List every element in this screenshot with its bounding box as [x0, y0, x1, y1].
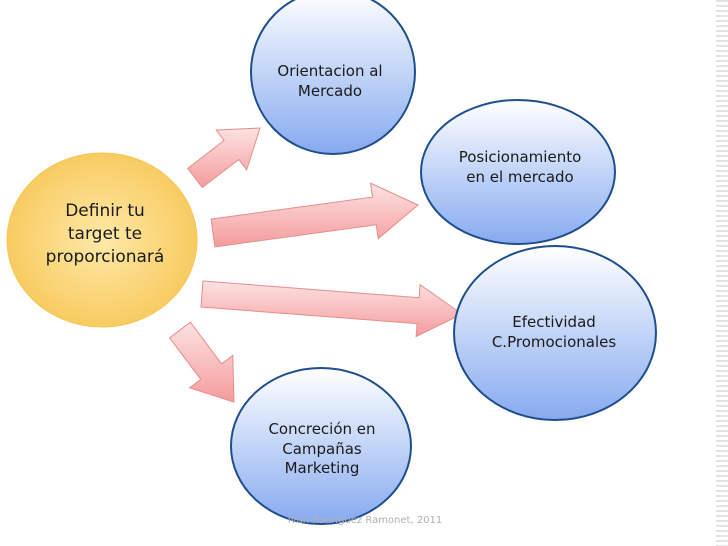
right-edge-strip [716, 0, 728, 546]
node-efectividad-line-1: Efectividad [512, 313, 596, 331]
node-concrecion-label: Concreción en Campañas Marketing [242, 420, 402, 479]
node-posicionamiento-line-2: en el mercado [466, 167, 574, 186]
node-orientacion-line-1: Orientacion al [277, 62, 383, 80]
node-efectividad-line-2: C.Promocionales [491, 332, 617, 351]
circles-group [6, 0, 657, 525]
node-posicionamiento-label: Posicionamiento en el mercado [440, 148, 600, 187]
center-node-ellipse [6, 152, 198, 328]
arrow-to-concrecion [168, 321, 235, 403]
node-posicionamiento-ellipse [420, 99, 616, 245]
center-label-line-1: Definir tu [65, 201, 145, 221]
node-concrecion-line-1: Concreción en [268, 420, 376, 438]
node-orientacion-line-2: Mercado [297, 81, 363, 100]
node-concrecion-ellipse [230, 367, 412, 525]
node-orientacion-ellipse [250, 0, 416, 155]
arrow-to-orientacion [186, 127, 261, 189]
center-label-line-2: target te [67, 223, 143, 244]
arrows-group [168, 127, 463, 403]
center-label-line-3: proporcionará [45, 246, 165, 267]
node-orientacion-label: Orientacion al Mercado [250, 62, 410, 101]
node-efectividad-label: Efectividad C.Promocionales [474, 313, 634, 352]
footer-credit: Ivan Rodriguez Ramonet, 2011 [287, 515, 443, 526]
node-concrecion-line-2: Campañas [282, 439, 362, 458]
node-posicionamiento-line-1: Posicionamiento [458, 148, 582, 166]
node-concrecion-line-3: Marketing [284, 459, 360, 477]
node-efectividad-ellipse [453, 245, 657, 421]
center-node-label: Definir tu target te proporcionará [20, 200, 190, 269]
arrow-to-efectividad [200, 280, 463, 338]
arrow-to-posicionamiento [210, 182, 419, 248]
